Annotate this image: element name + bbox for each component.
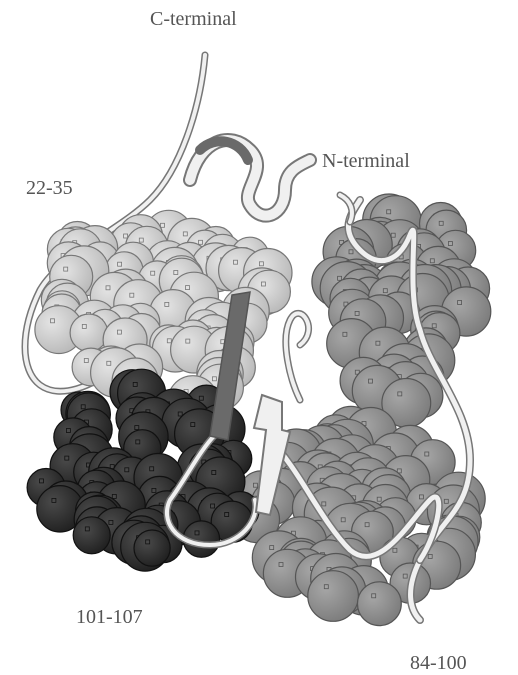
atom-sphere bbox=[134, 530, 170, 566]
n-terminal-label: N-terminal bbox=[322, 150, 410, 173]
region-84-100-label: 84-100 bbox=[410, 652, 467, 675]
atom-sphere bbox=[70, 314, 108, 352]
c-terminal-label: C-terminal bbox=[150, 8, 237, 31]
atom-sphere bbox=[73, 517, 110, 554]
atom-sphere bbox=[358, 582, 402, 626]
atom-sphere bbox=[308, 571, 359, 622]
region-101-107-label: 101-107 bbox=[76, 606, 143, 629]
region-22-35-label: 22-35 bbox=[26, 177, 73, 200]
